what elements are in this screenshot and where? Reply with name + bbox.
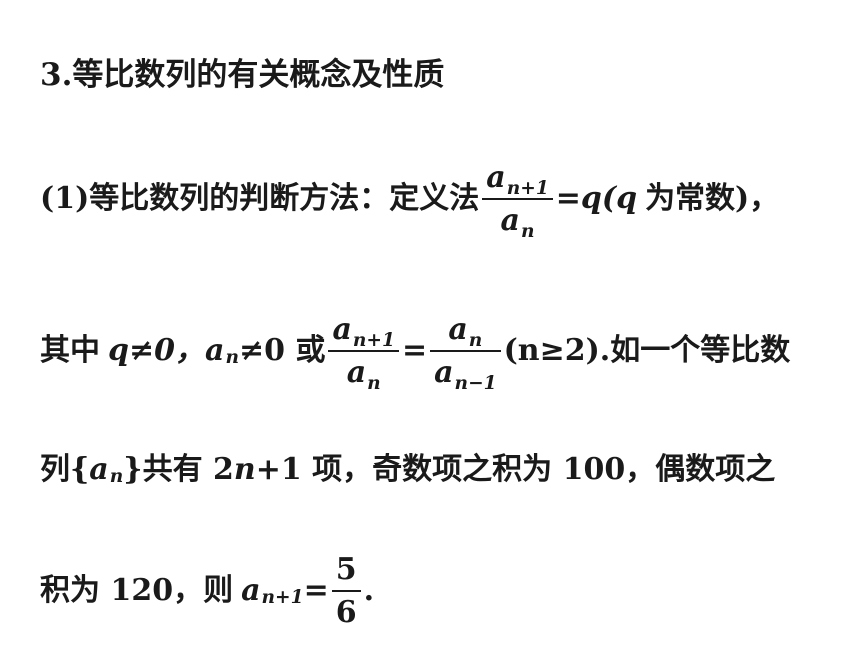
a-sub-n-plus-1: n+1 bbox=[261, 586, 304, 608]
q-not-zero: q≠0， bbox=[108, 333, 205, 368]
definition-fraction: an+1 an bbox=[482, 159, 553, 243]
line3-text-1: 列{ bbox=[40, 452, 90, 487]
fraction-bar bbox=[328, 350, 399, 352]
fraction-denominator: an−1 bbox=[434, 355, 497, 395]
condition-text: (n≥2).如一个等比数 bbox=[503, 333, 791, 368]
line2-text-1: 其中 bbox=[40, 333, 100, 368]
fraction-numerator: an+1 bbox=[486, 159, 549, 199]
ratio-fraction-1: an+1 an bbox=[328, 311, 399, 395]
section-heading: 3.等比数列的有关概念及性质 bbox=[40, 60, 444, 91]
paragraph-line-1: (1)等比数列的判断方法：定义法 an+1 an =q(q 为常数)， bbox=[40, 159, 780, 243]
line1-suffix: 为常数)， bbox=[645, 181, 780, 216]
equals-q: =q(q bbox=[555, 181, 638, 216]
fraction-denominator: an bbox=[346, 355, 381, 395]
line4-text-1: 积为 120，则 bbox=[40, 573, 234, 608]
a-var: a bbox=[205, 333, 225, 368]
line3-text-2: }共有 2 bbox=[123, 452, 234, 487]
fraction-bar bbox=[331, 590, 361, 592]
fraction-denominator: an bbox=[500, 203, 535, 243]
fraction-bar bbox=[430, 350, 501, 352]
period: . bbox=[363, 573, 375, 608]
fraction-numerator: 5 bbox=[335, 551, 357, 587]
a-var: a bbox=[241, 573, 261, 608]
a-var: a bbox=[89, 452, 109, 487]
equals-sign: = bbox=[401, 333, 428, 368]
a-sub-n: n bbox=[109, 465, 124, 487]
heading-text: 3.等比数列的有关概念及性质 bbox=[40, 57, 445, 93]
fraction-bar bbox=[482, 198, 553, 200]
fraction-denominator: 6 bbox=[335, 595, 357, 630]
line1-prefix: (1)等比数列的判断方法：定义法 bbox=[40, 181, 480, 216]
line3-text-3: +1 项，奇数项之积为 100，偶数项之 bbox=[255, 452, 776, 487]
not-zero-or: ≠0 或 bbox=[238, 333, 326, 368]
fraction-numerator: an+1 bbox=[332, 311, 395, 351]
n-var: n bbox=[233, 452, 256, 487]
fraction-numerator: an bbox=[448, 311, 483, 351]
equals-sign: = bbox=[303, 573, 329, 608]
a-sub-n: n bbox=[225, 346, 239, 368]
answer-fraction: 5 6 bbox=[331, 551, 361, 630]
ratio-fraction-2: an an−1 bbox=[430, 311, 501, 395]
